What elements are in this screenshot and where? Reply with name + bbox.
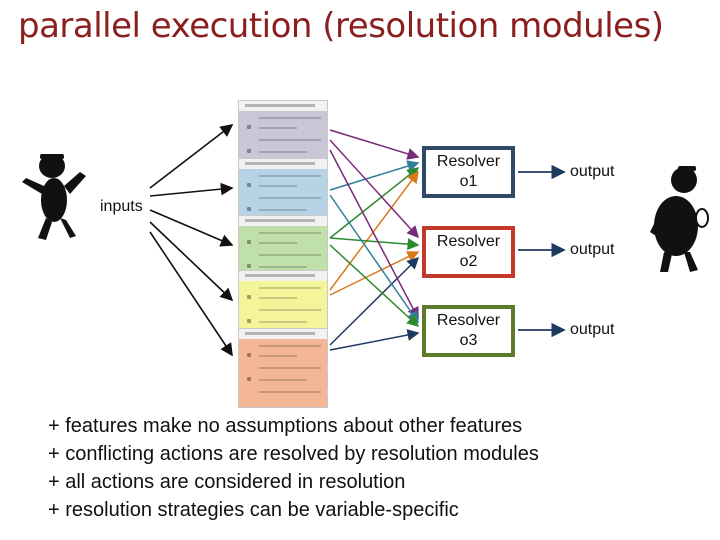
- panel-decor: [259, 139, 321, 141]
- bullet-list: + features make no assumptions about oth…: [48, 412, 539, 524]
- input-arrow-3: [149, 209, 234, 247]
- panel-decor: [259, 367, 321, 369]
- edge-panel3-o1: [329, 167, 420, 239]
- panel-decor: [247, 295, 251, 299]
- panel-decor: [247, 183, 251, 187]
- panel-decor: [259, 266, 307, 268]
- resolver-o3-line1: Resolver: [436, 312, 501, 329]
- panel-decor: [259, 345, 321, 347]
- panel-decor: [247, 240, 251, 244]
- panel-decor: [259, 297, 297, 299]
- resolver-o1-line1: Resolver: [436, 153, 501, 170]
- panel-decor: [247, 353, 251, 357]
- panel-decor: [259, 321, 307, 323]
- panel-decor: [247, 149, 251, 153]
- resolver-o1: Resolver o1: [422, 146, 515, 198]
- output-label-2: output: [570, 241, 615, 258]
- input-arrow-1: [149, 124, 234, 189]
- panel-decor: [247, 207, 251, 211]
- resolver-o1-line2: o1: [459, 173, 478, 190]
- panel-decor: [259, 242, 297, 244]
- panel-decor: [245, 332, 315, 335]
- output-label-1: output: [570, 163, 615, 180]
- resolver-o3-line2: o3: [459, 332, 478, 349]
- person-right-icon: [650, 166, 709, 272]
- panel-decor: [245, 219, 315, 222]
- panel-decor: [247, 319, 251, 323]
- input-arrow-2: [149, 182, 234, 197]
- panel-decor: [247, 377, 251, 381]
- panel-decor: [259, 355, 297, 357]
- bullet-item: + all actions are considered in resoluti…: [48, 471, 406, 493]
- resolver-o3: Resolver o3: [422, 305, 515, 357]
- panel-decor: [259, 185, 297, 187]
- panel-decor: [259, 151, 307, 153]
- resolver-o2: Resolver o2: [422, 226, 515, 278]
- edge-panel1-o2: [329, 139, 420, 239]
- edge-panel4-o2: [329, 251, 420, 296]
- edge-panel5-o3: [329, 329, 420, 351]
- panel-decor: [245, 162, 315, 165]
- panel-decor: [245, 274, 315, 277]
- edge-panel1-o1: [329, 129, 420, 160]
- edge-panel2-o1: [329, 160, 420, 191]
- input-arrow-4: [149, 221, 234, 302]
- panel-decor: [259, 197, 321, 199]
- panel-decor: [259, 254, 321, 256]
- panel-decor: [245, 104, 315, 107]
- bullet-item: + conflicting actions are resolved by re…: [48, 443, 539, 465]
- bullet-item: + features make no assumptions about oth…: [48, 415, 523, 437]
- panel-decor: [259, 175, 321, 177]
- edge-panel3-o3: [329, 244, 420, 328]
- panel-decor: [259, 127, 297, 129]
- edge-panel5-o2: [329, 256, 420, 346]
- edge-panel1-o3: [329, 149, 419, 320]
- slide-title: parallel execution (resolution modules): [18, 6, 664, 46]
- panel-decor: [259, 117, 321, 119]
- inputs-label: inputs: [100, 198, 143, 215]
- panel-decor: [259, 391, 321, 393]
- edge-panel3-o2: [329, 237, 420, 251]
- panel-decor: [247, 125, 251, 129]
- edge-panel4-o1: [329, 170, 419, 291]
- panel-decor: [259, 232, 321, 234]
- output-label-3: output: [570, 321, 615, 338]
- panel-decor: [259, 209, 307, 211]
- resolver-o2-line2: o2: [459, 253, 478, 270]
- input-arrow-5: [149, 231, 233, 357]
- panel-decor: [259, 379, 307, 381]
- person-left-icon: [22, 154, 86, 240]
- panel-decor: [259, 309, 321, 311]
- bullet-item: + resolution strategies can be variable-…: [48, 499, 459, 521]
- panel-decor: [247, 264, 251, 268]
- panel-decor: [259, 287, 321, 289]
- input-panel-5: [238, 328, 328, 408]
- edge-panel2-o3: [329, 194, 419, 324]
- resolver-o2-line1: Resolver: [436, 233, 501, 250]
